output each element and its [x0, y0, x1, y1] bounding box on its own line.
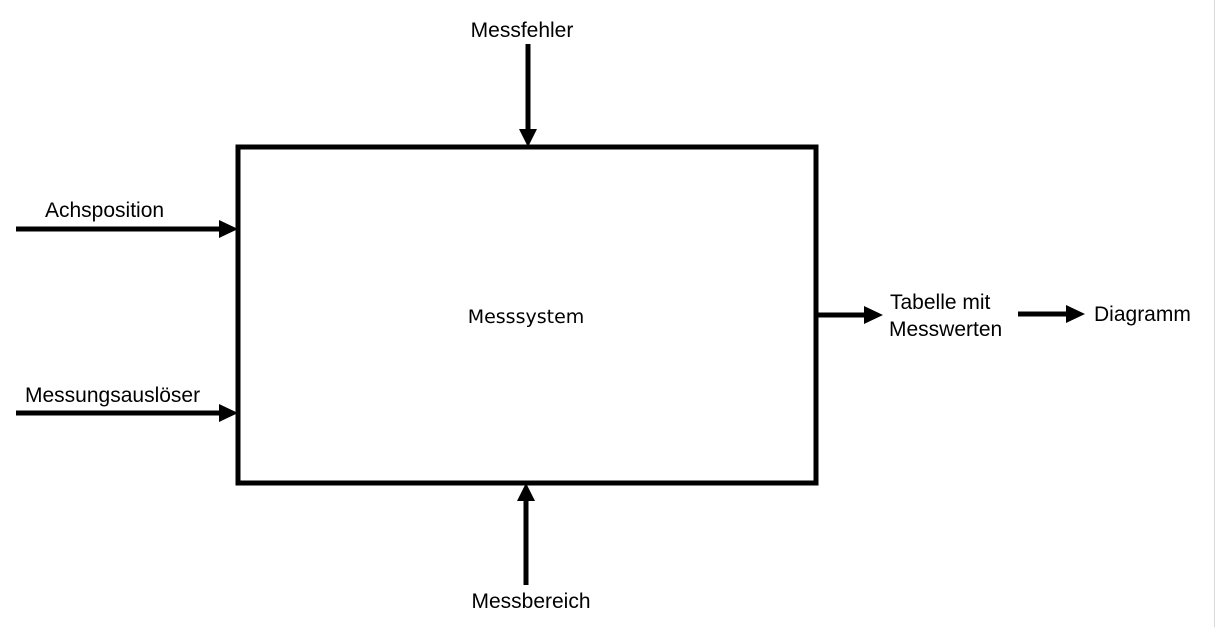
process-label: Messsystem: [468, 306, 585, 328]
top-input-label: Messfehler: [471, 19, 574, 42]
bottom-input-label: Messbereich: [471, 590, 590, 613]
bottom-input-arrowhead: [517, 483, 535, 501]
top-input-arrowhead: [519, 129, 537, 147]
output-chart-label: Diagramm: [1094, 303, 1191, 326]
left-lower-input-label: Messungsauslöser: [25, 384, 200, 407]
output-table-label-line2: Messwerten: [889, 318, 1002, 341]
left-lower-input-arrowhead: [219, 404, 238, 422]
left-upper-input-arrowhead: [219, 220, 238, 238]
left-upper-input-label: Achsposition: [45, 199, 164, 222]
output-table-label-line1: Tabelle mit: [890, 291, 991, 314]
table-to-chart-arrowhead: [1066, 305, 1085, 323]
page-edge-divider: [1214, 0, 1215, 627]
output-arrowhead: [864, 306, 883, 324]
